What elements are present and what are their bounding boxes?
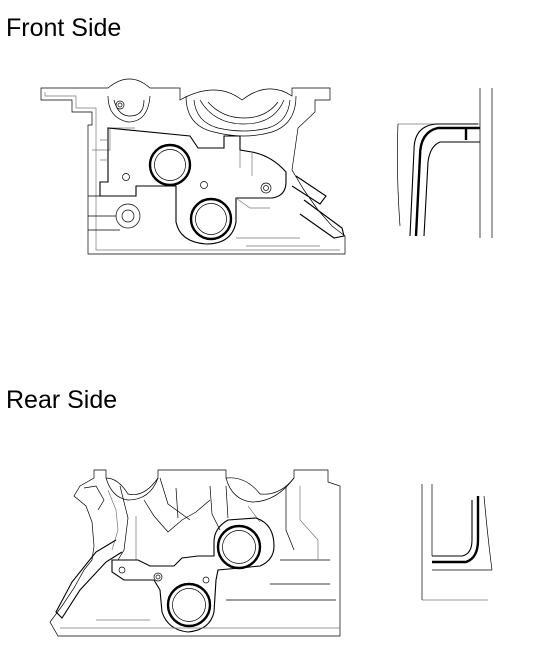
rear-side-heading: Rear Side	[6, 386, 118, 414]
front-side-heading: Front Side	[6, 14, 122, 42]
rear-sealant-detail	[421, 484, 493, 601]
front-cylinder-head-drawing	[40, 78, 346, 255]
rear-cylinder-head-drawing	[49, 469, 341, 637]
front-sealant-detail	[396, 88, 493, 238]
